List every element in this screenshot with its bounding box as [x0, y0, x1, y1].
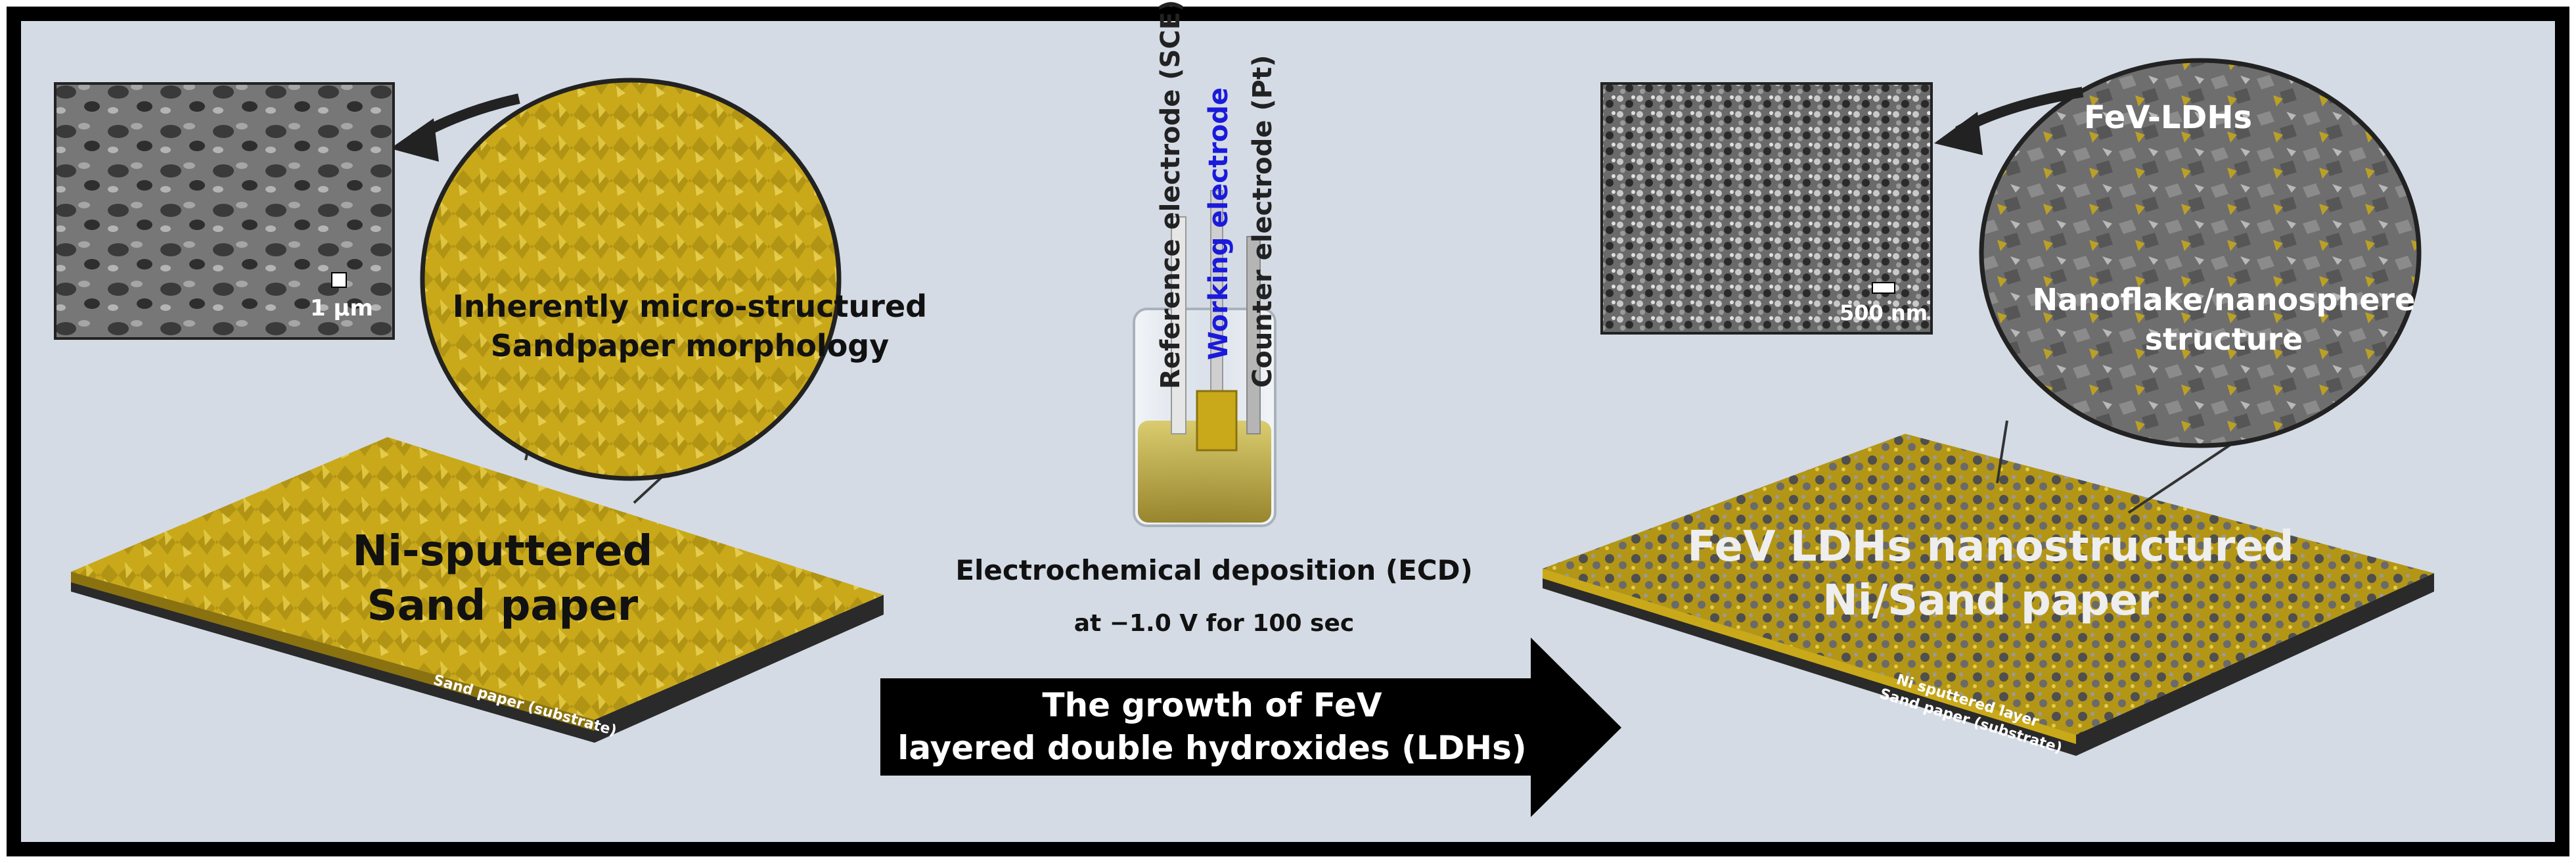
- right-slab-gold-edge: [1543, 569, 2076, 744]
- beaker-liquid: [1138, 421, 1271, 523]
- arrow-caption-line2: layered double hydroxides (LDHs): [897, 729, 1527, 767]
- counter-electrode-label: Counter electrode (Pt): [1248, 55, 1278, 388]
- process-line1: Electrochemical deposition (ECD): [955, 554, 1472, 586]
- reference-electrode-label: Reference electrode (SCE): [1156, 0, 1186, 389]
- working-electrode-sample: [1196, 390, 1238, 452]
- right-sample-title-line1: FeV LDHs nanostructured: [1687, 523, 2294, 571]
- left-callout-arrowhead: [390, 118, 439, 162]
- left-zoom-caption-line1: Inherently micro-structured: [453, 289, 927, 324]
- right-slab-top: [1543, 434, 2434, 735]
- arrow-caption-line1: The growth of FeV: [1042, 686, 1382, 724]
- counter-electrode-rod: [1246, 236, 1261, 434]
- process-line2: at −1.0 V for 100 sec: [1074, 610, 1354, 637]
- right-sem-image: [1600, 82, 1933, 335]
- right-zoom-ellipse: [1979, 58, 2422, 448]
- left-sem-scale-label: 1 µm: [310, 295, 373, 321]
- right-zoom-caption-top: FeV-LDHs: [2084, 99, 2252, 136]
- reference-electrode-rod: [1171, 216, 1186, 434]
- left-slab-top: [71, 437, 884, 720]
- left-slab-edge: [71, 572, 595, 731]
- left-sample-title-line1: Ni-sputtered: [353, 527, 653, 576]
- left-sem-scale-bar: [331, 272, 347, 288]
- right-sem-scale-label: 500 nm: [1840, 300, 1928, 325]
- right-sem-scale-bar: [1872, 282, 1895, 294]
- process-arrow: [880, 638, 1621, 817]
- working-electrode-label: Working electrode: [1204, 87, 1234, 360]
- left-sample-title-line2: Sand paper: [367, 582, 639, 630]
- right-slab-side: [1543, 569, 2434, 756]
- right-zoom-line: [1996, 420, 2008, 484]
- left-zoom-caption-line2: Sandpaper morphology: [491, 328, 889, 363]
- left-slab-side: [71, 572, 884, 743]
- right-zoom-caption-line1: Nanoflake/nanosphere: [2033, 282, 2416, 317]
- right-zoom-caption-line2: structure: [2145, 321, 2303, 357]
- right-callout-arrowhead: [1934, 112, 1983, 155]
- left-zoom-ellipse: [420, 78, 842, 481]
- left-sem-image: [54, 82, 395, 340]
- right-sample-title-line2: Ni/Sand paper: [1822, 576, 2159, 625]
